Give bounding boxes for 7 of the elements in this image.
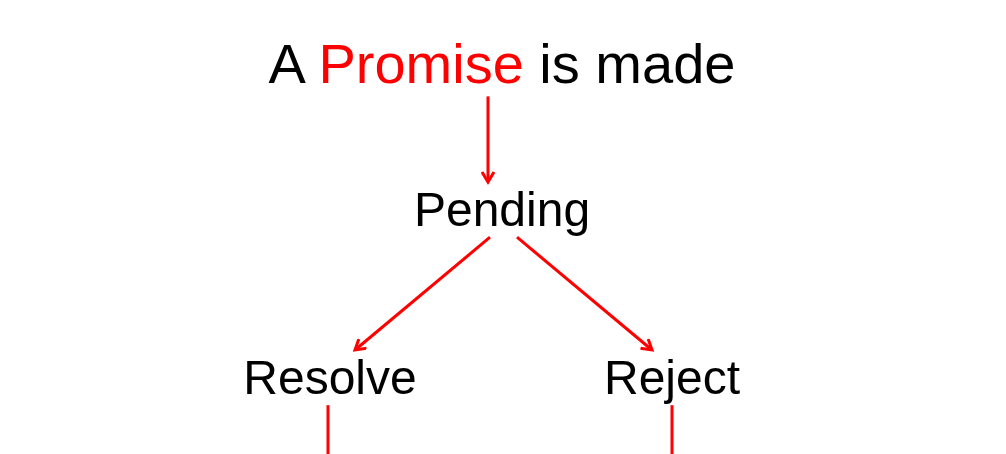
arrow — [353, 236, 491, 352]
state-label: Pending — [413, 182, 591, 238]
state-label: Reject — [603, 350, 741, 406]
state-label: Resolve — [243, 350, 417, 406]
state-label: A Promise is made — [268, 32, 736, 97]
arrow — [480, 96, 496, 184]
arrow — [516, 236, 654, 352]
